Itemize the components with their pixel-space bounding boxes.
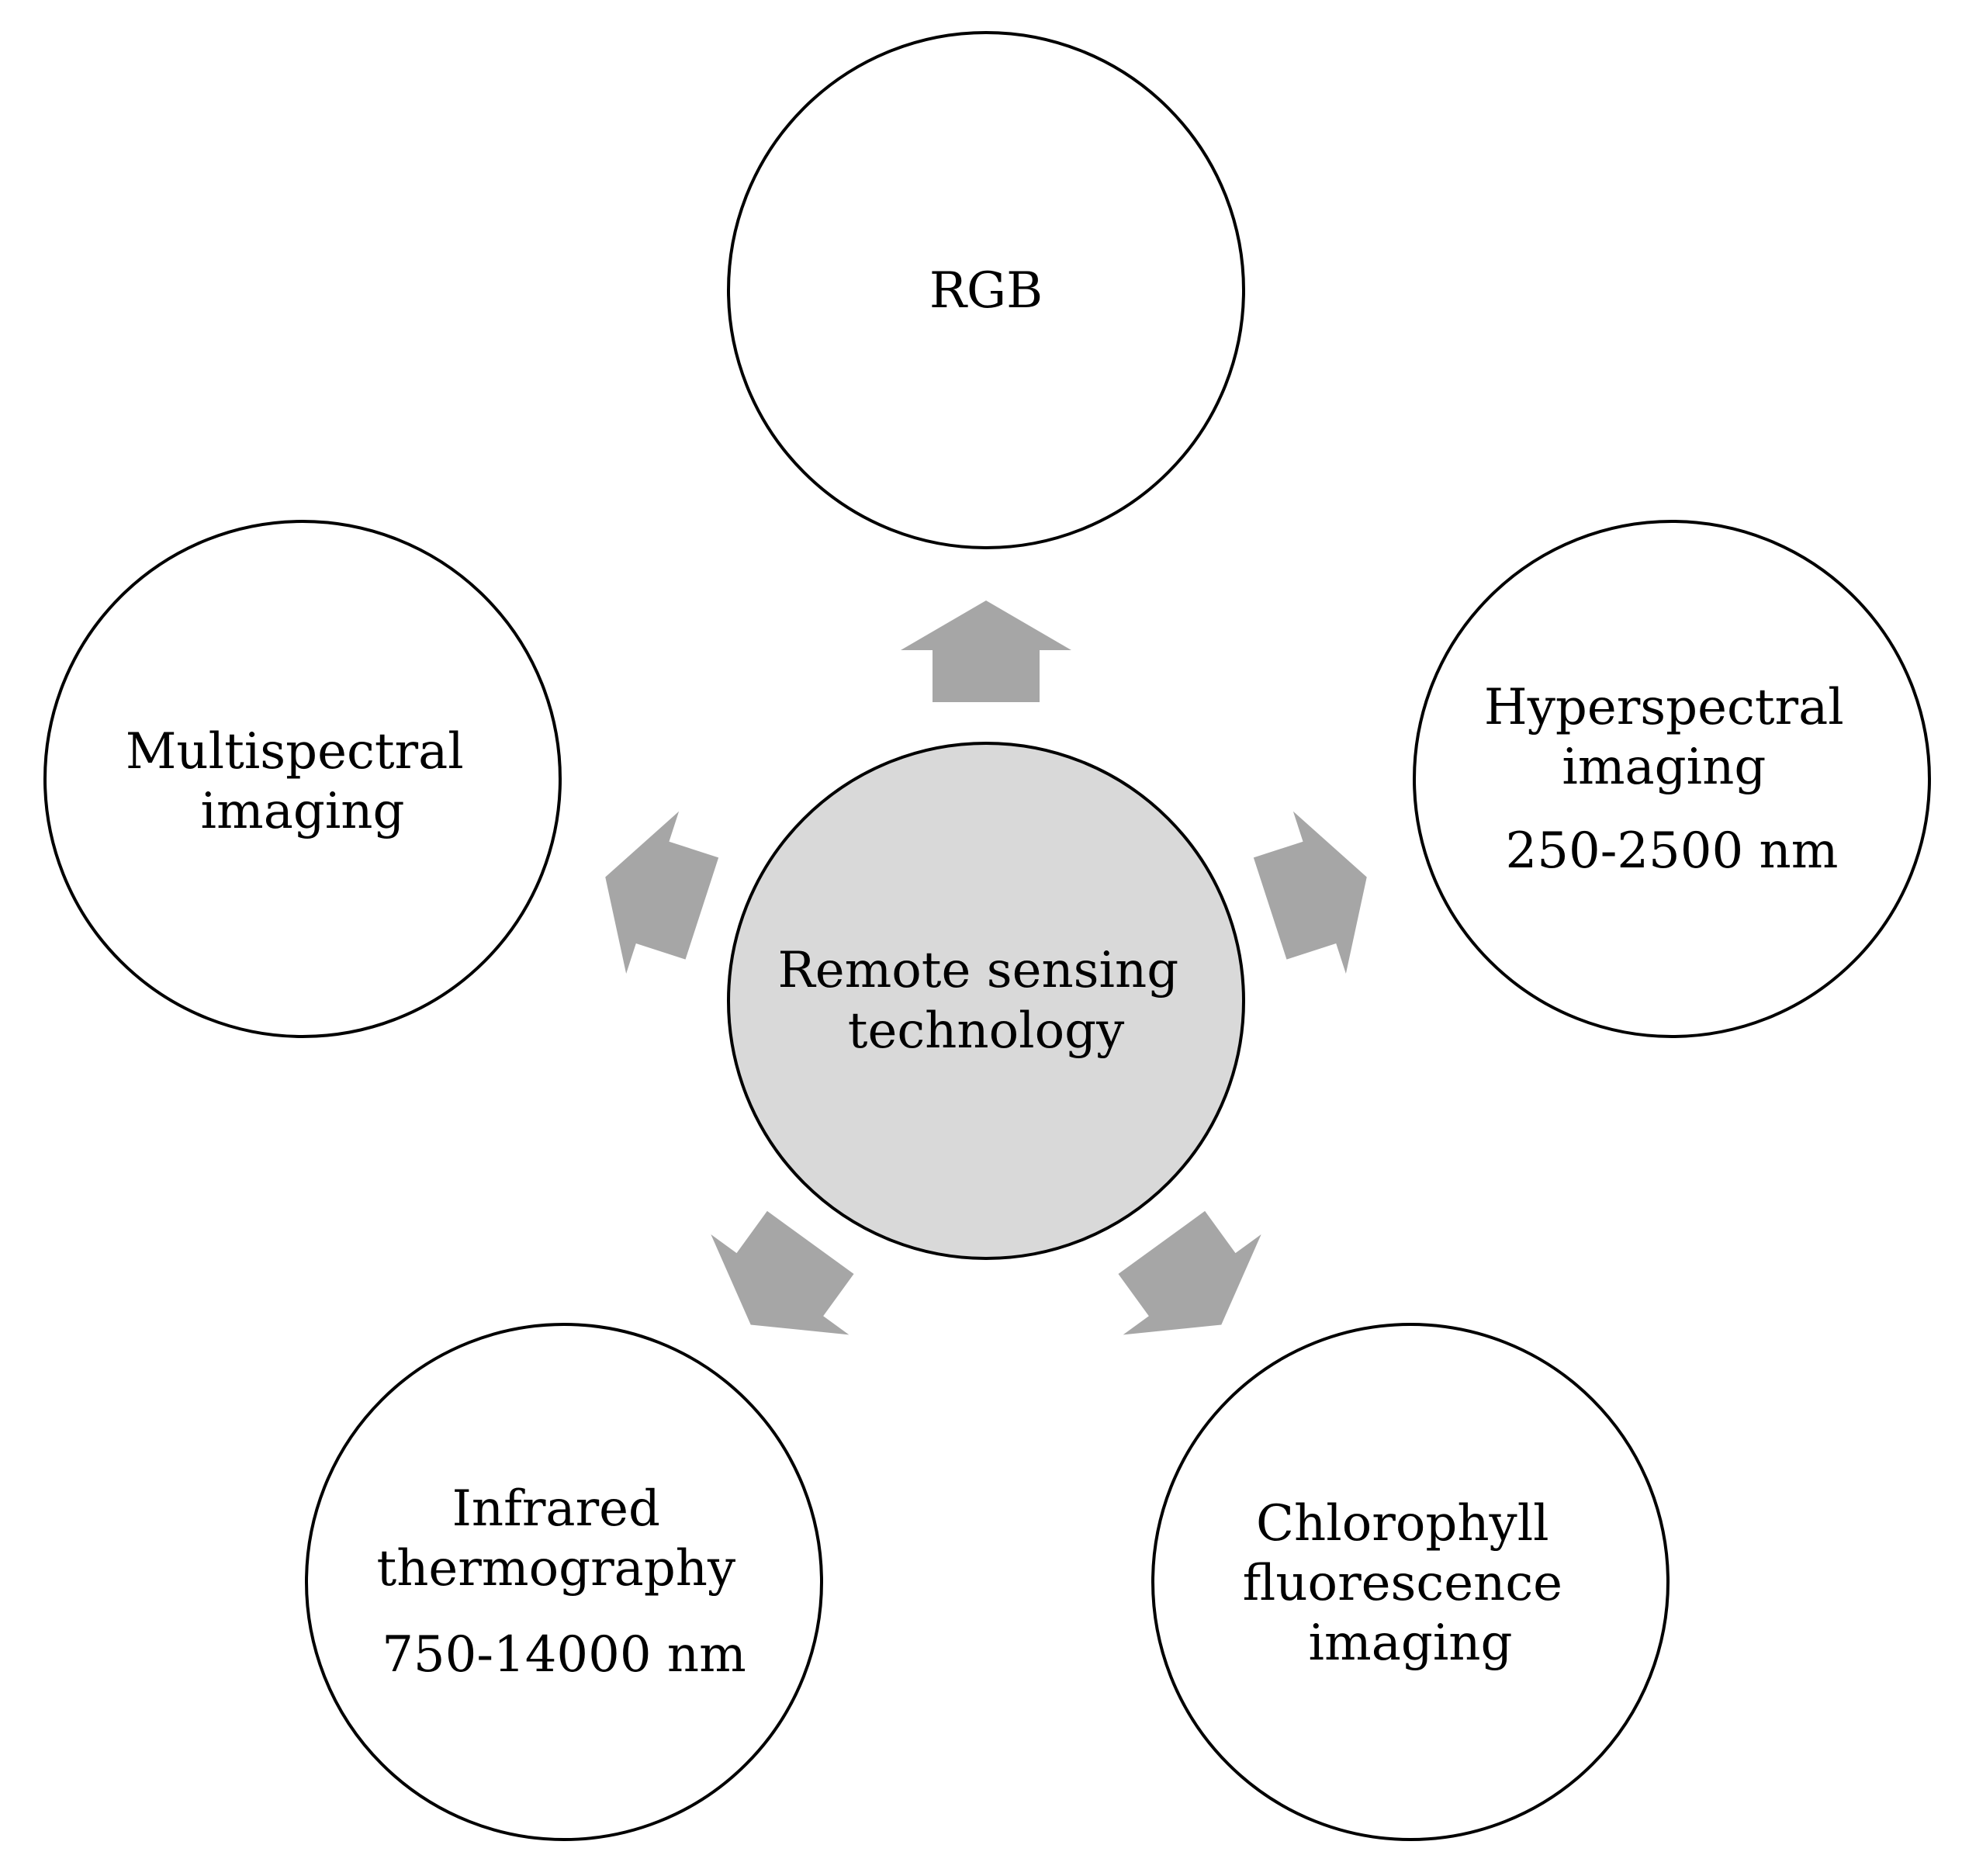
node-rgb-line-1: RGB	[929, 262, 1043, 320]
node-hyperspectral-line-2: imaging	[1562, 739, 1766, 796]
arrow-right-icon	[1253, 811, 1367, 974]
node-hyperspectral-range: 250-2500 nm	[1506, 822, 1839, 880]
center-node: Remote sensing technology	[727, 742, 1245, 1260]
node-rgb-label: RGB	[929, 262, 1043, 320]
node-hyperspectral-label: Hyperspectral imaging 250-2500 nm	[1484, 679, 1860, 880]
center-label: Remote sensing technology	[778, 942, 1195, 1060]
node-chlorophyll-label: Chlorophyll fluorescence imaging	[1243, 1495, 1579, 1672]
node-multispectral-circle	[43, 520, 562, 1038]
node-infrared-range: 750-14000 nm	[382, 1626, 746, 1684]
node-infrared-label: Infrared thermography 750-14000 nm	[376, 1480, 751, 1684]
node-rgb-circle	[727, 31, 1245, 549]
node-chlorophyll-line-2: fluorescence	[1243, 1555, 1562, 1612]
center-label-line-1: Remote sensing	[778, 942, 1179, 999]
node-chlorophyll-circle	[1151, 1323, 1670, 1841]
node-hyperspectral-circle	[1413, 520, 1931, 1038]
node-infrared: Infrared thermography 750-14000 nm	[305, 1323, 823, 1841]
node-chlorophyll: Chlorophyll fluorescence imaging	[1151, 1323, 1670, 1841]
node-infrared-line-1: Infrared	[452, 1480, 660, 1538]
node-multispectral-line-1: Multispectral	[126, 723, 464, 781]
node-hyperspectral-line-1: Hyperspectral	[1484, 679, 1844, 736]
node-chlorophyll-line-3: imaging	[1309, 1615, 1513, 1672]
arrows	[605, 601, 1367, 1335]
node-chlorophyll-line-1: Chlorophyll	[1256, 1495, 1549, 1552]
node-rgb: RGB	[727, 31, 1245, 549]
arrow-down-right-icon	[1118, 1210, 1261, 1335]
center-circle	[727, 742, 1245, 1260]
arrow-up-icon	[901, 601, 1071, 702]
node-multispectral-label: Multispectral imaging	[126, 723, 479, 840]
node-hyperspectral: Hyperspectral imaging 250-2500 nm	[1413, 520, 1931, 1038]
arrow-left-icon	[605, 811, 719, 974]
node-infrared-circle	[305, 1323, 823, 1841]
arrow-down-left-icon	[711, 1210, 854, 1335]
node-multispectral: Multispectral imaging	[43, 520, 562, 1038]
center-label-line-2: technology	[848, 1002, 1125, 1060]
node-multispectral-line-2: imaging	[201, 783, 405, 840]
node-infrared-line-2: thermography	[376, 1540, 735, 1597]
